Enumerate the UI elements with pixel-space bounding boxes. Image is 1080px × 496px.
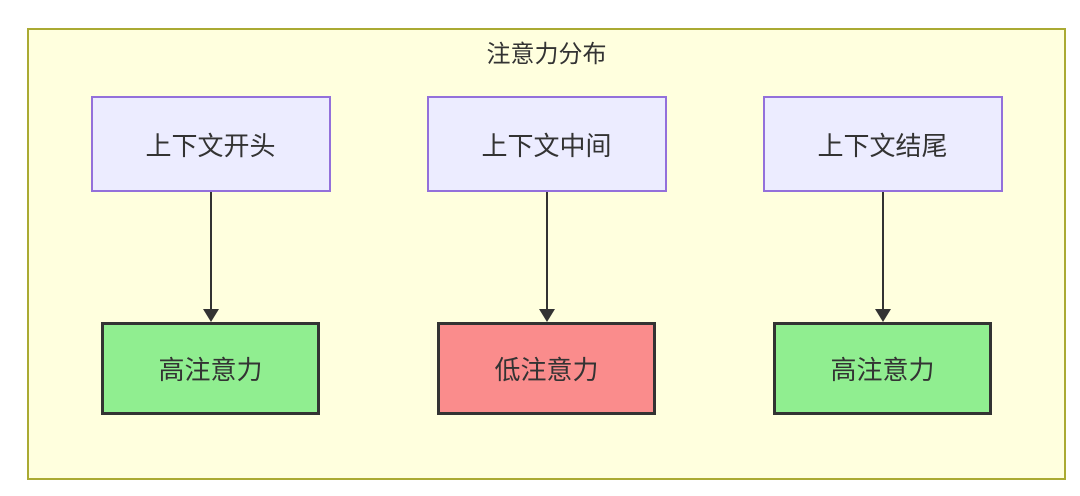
result-node-label: 高注意力 xyxy=(830,355,935,385)
source-node-context-middle: 上下文中间 xyxy=(426,96,667,192)
arrow-down-icon xyxy=(874,309,891,322)
result-node-high-attention: 高注意力 xyxy=(101,322,320,415)
diagram-title: 注意力分布 xyxy=(486,41,607,68)
arrow-connector xyxy=(538,192,555,322)
arrow-connector xyxy=(874,192,891,322)
flow-column-context-middle: 上下文中间 低注意力 xyxy=(426,96,667,415)
arrow-line xyxy=(881,192,884,309)
source-node-label: 上下文中间 xyxy=(481,130,612,161)
source-node-context-start: 上下文开头 xyxy=(90,96,331,192)
arrow-line xyxy=(545,192,548,309)
result-node-label: 低注意力 xyxy=(494,355,599,385)
source-node-context-end: 上下文结尾 xyxy=(762,96,1003,192)
arrow-connector xyxy=(202,192,219,322)
source-node-label: 上下文结尾 xyxy=(817,130,948,161)
attention-distribution-diagram: 注意力分布 上下文开头 高注意力 上下文中间 低注意力 xyxy=(27,28,1066,480)
flow-column-context-start: 上下文开头 高注意力 xyxy=(90,96,331,415)
arrow-down-icon xyxy=(202,309,219,322)
arrow-line xyxy=(209,192,212,309)
flow-column-context-end: 上下文结尾 高注意力 xyxy=(762,96,1003,415)
diagram-columns: 上下文开头 高注意力 上下文中间 低注意力 上下文结 xyxy=(29,96,1064,415)
source-node-label: 上下文开头 xyxy=(145,130,276,161)
result-node-label: 高注意力 xyxy=(158,355,263,385)
result-node-high-attention: 高注意力 xyxy=(773,322,992,415)
arrow-down-icon xyxy=(538,309,555,322)
result-node-low-attention: 低注意力 xyxy=(437,322,656,415)
